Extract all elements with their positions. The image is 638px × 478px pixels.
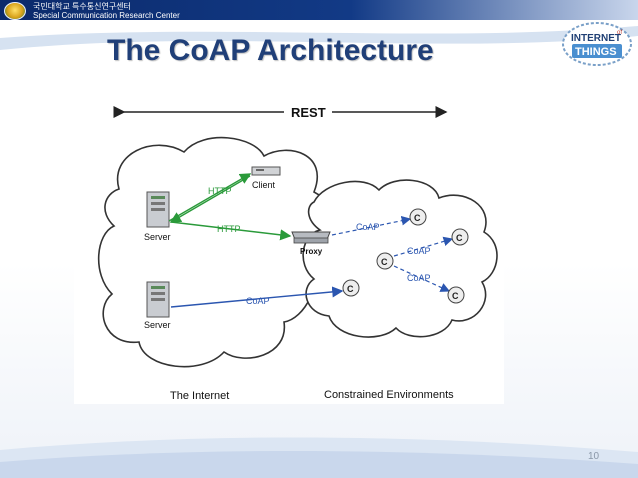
svg-text:C: C xyxy=(414,213,421,223)
internet-of-things-logo: INTERNET of THINGS xyxy=(562,22,632,66)
client-icon xyxy=(251,166,281,176)
constrained-node: C xyxy=(376,252,394,270)
http-label: HTTP xyxy=(217,224,241,234)
http-arrow xyxy=(170,221,292,241)
svg-text:C: C xyxy=(381,257,388,267)
coap-arrow xyxy=(331,215,412,236)
server-icon xyxy=(146,191,170,228)
coap-arrow xyxy=(170,286,344,308)
coap-architecture-diagram: REST Server Client xyxy=(74,94,504,404)
http-arrow xyxy=(168,173,252,222)
org-name-english: Special Communication Research Center xyxy=(33,11,180,20)
rest-label: REST xyxy=(291,105,326,120)
client-label: Client xyxy=(252,180,276,190)
coap-label: CoAP xyxy=(407,273,431,283)
university-logo xyxy=(4,2,26,20)
constrained-node: C xyxy=(447,286,465,304)
coap-label: CoAP xyxy=(246,296,270,306)
org-name-korean: 국민대학교 특수통신연구센터 xyxy=(33,2,131,11)
server-label: Server xyxy=(144,320,171,330)
svg-text:C: C xyxy=(347,284,354,294)
footer-swoosh xyxy=(0,437,638,478)
coap-arrow xyxy=(393,265,451,292)
coap-label: CoAP xyxy=(407,246,431,256)
constrained-environments-label: Constrained Environments xyxy=(324,389,454,401)
iot-logo-line2: THINGS xyxy=(575,46,617,58)
coap-label: CoAP xyxy=(356,222,380,232)
internet-label: The Internet xyxy=(170,390,229,402)
constrained-node: C xyxy=(409,208,427,226)
http-arrow xyxy=(169,175,251,223)
iot-logo-line1: INTERNET xyxy=(571,33,621,44)
server-label: Server xyxy=(144,232,171,242)
svg-text:C: C xyxy=(456,233,463,243)
internet-cloud xyxy=(97,136,330,368)
constrained-node: C xyxy=(342,279,360,297)
header-bar: 국민대학교 특수통신연구센터 Special Communication Res… xyxy=(0,0,638,22)
svg-text:C: C xyxy=(452,291,459,301)
slide-title: The CoAP Architecture xyxy=(107,34,434,67)
header-swoosh xyxy=(0,20,638,50)
iot-logo-of: of xyxy=(617,30,622,36)
http-label: HTTP xyxy=(208,186,232,196)
proxy-label: Proxy xyxy=(300,247,323,256)
proxy-icon xyxy=(291,231,331,244)
constrained-cloud xyxy=(302,179,498,338)
coap-arrow xyxy=(393,236,454,257)
page-number: 10 xyxy=(588,451,600,462)
server-icon xyxy=(146,281,170,318)
constrained-node: C xyxy=(451,228,469,246)
